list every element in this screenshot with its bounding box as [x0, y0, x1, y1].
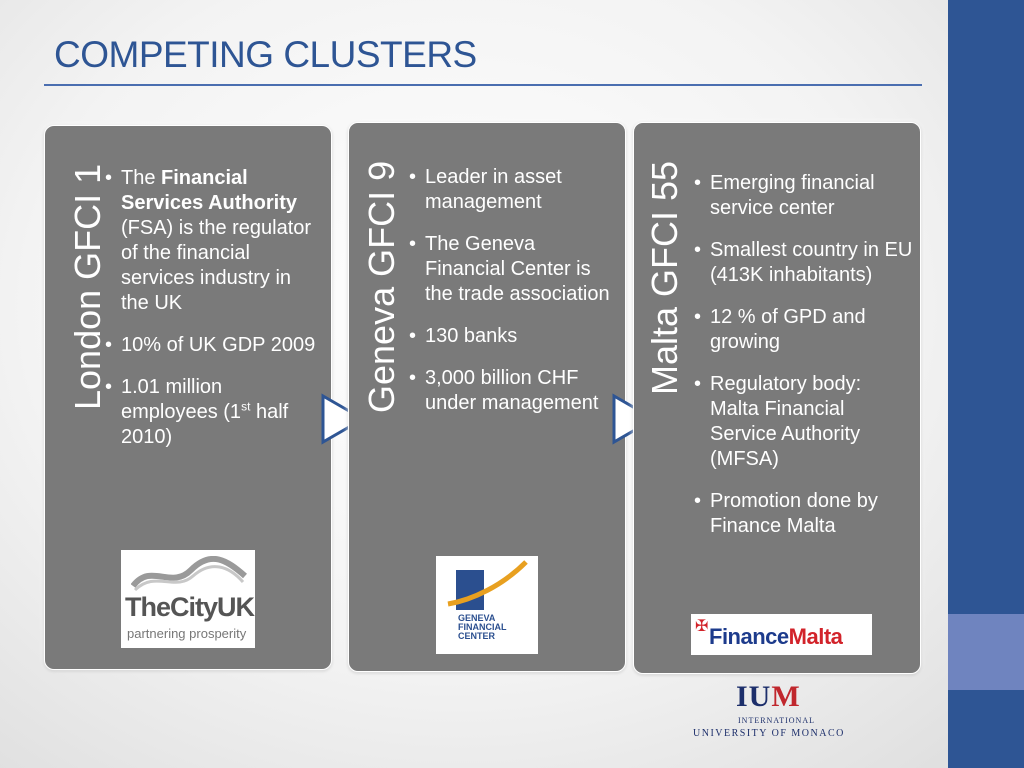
arrow-right-icon — [321, 393, 366, 445]
slide-title: COMPETING CLUSTERS — [54, 34, 477, 75]
geneva-financial-center-logo: GENEVA FINANCIAL CENTER — [436, 556, 538, 654]
title-underline — [44, 84, 922, 86]
bullet-item: The Financial Services Authority (FSA) i… — [103, 166, 323, 316]
bullet-item: Regulatory body: Malta Financial Service… — [692, 372, 914, 472]
ium-logo-line2: UNIVERSITY OF MONACO — [693, 728, 845, 739]
bullet-list-geneva: Leader in asset management The Geneva Fi… — [407, 165, 617, 433]
bullet-item: Smallest country in EU (413K inhabitants… — [692, 238, 914, 288]
thecityuk-tagline: partnering prosperity — [127, 626, 247, 641]
bullet-item: 12 % of GPD and growing — [692, 305, 914, 355]
geneva-logo-text: GENEVA FINANCIAL CENTER — [458, 613, 507, 641]
ium-logo: IUM — [736, 680, 801, 713]
panel-label-malta: Malta GFCI 55 — [644, 160, 685, 395]
bullet-list-london: The Financial Services Authority (FSA) i… — [103, 166, 323, 467]
panel-geneva: Geneva GFCI 9 Leader in asset management… — [348, 122, 626, 672]
maltese-cross-icon: ✠ — [695, 618, 709, 635]
bullet-item: 10% of UK GDP 2009 — [103, 333, 323, 358]
financemalta-logo: ✠ FinanceMalta — [691, 614, 872, 655]
thecityuk-logo: TheCityUK partnering prosperity — [121, 550, 255, 648]
bullet-item: 1.01 million employees (1st half 2010) — [103, 375, 323, 450]
panel-label-geneva: Geneva GFCI 9 — [361, 160, 402, 413]
thecityuk-wordmark: TheCityUK — [125, 592, 255, 622]
bullet-item: 130 banks — [407, 324, 617, 349]
panel-london: London GFCI 1 The Financial Services Aut… — [44, 125, 332, 670]
geneva-emblem-icon — [447, 560, 528, 610]
right-accent-block — [948, 614, 1024, 690]
bullet-item: 3,000 billion CHF under management — [407, 366, 617, 416]
ium-logo-line1: INTERNATIONAL — [738, 716, 815, 725]
financemalta-wordmark: FinanceMalta — [709, 624, 843, 649]
panel-malta: Malta GFCI 55 Emerging financial service… — [633, 122, 921, 674]
bullet-item: Emerging financial service center — [692, 171, 914, 221]
bullet-item: Leader in asset management — [407, 165, 617, 215]
bullet-item: The Geneva Financial Center is the trade… — [407, 232, 617, 307]
ribbon-wave-icon — [131, 556, 247, 592]
bullet-list-malta: Emerging financial service center Smalle… — [692, 171, 914, 556]
bullet-item: Promotion done by Finance Malta — [692, 489, 914, 539]
